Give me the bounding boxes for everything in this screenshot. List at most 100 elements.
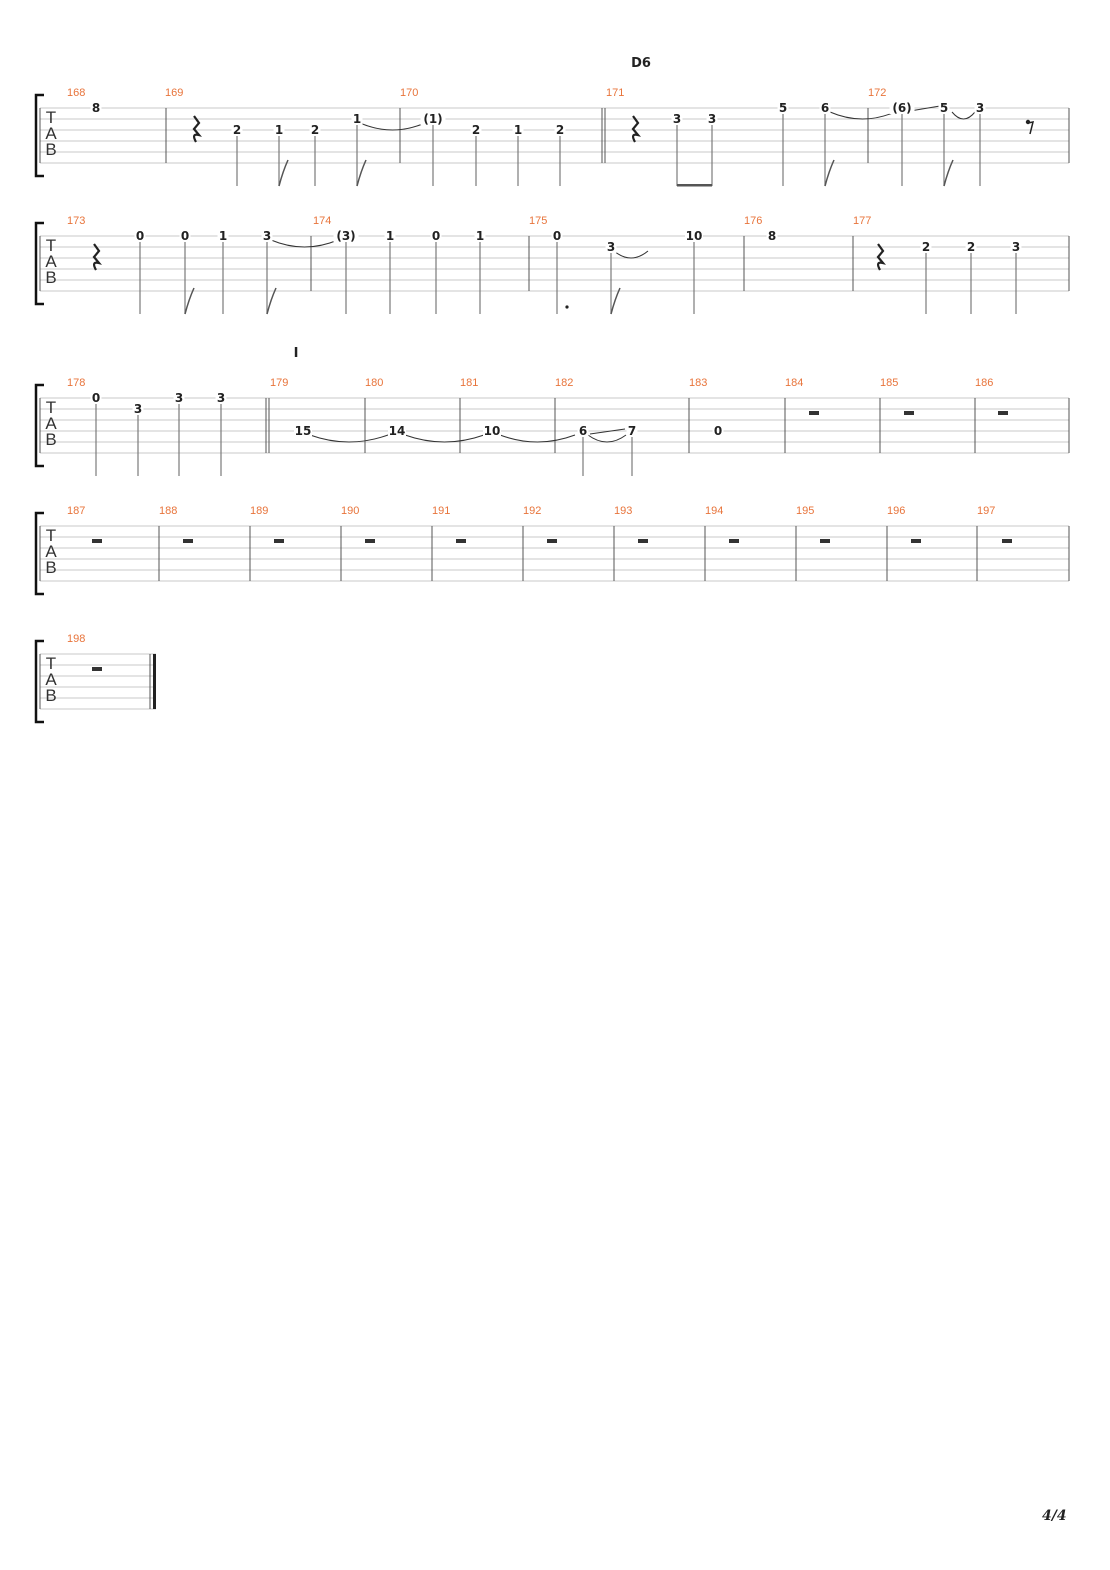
fret-number: 0 [553, 229, 561, 243]
fret-number: 3 [708, 112, 716, 126]
fret-bg [309, 123, 321, 136]
half-rest [904, 411, 914, 415]
fret-bg [938, 101, 950, 114]
fret-number: 1 [275, 123, 283, 137]
fret-bg [215, 391, 227, 404]
fret-number: 2 [922, 240, 930, 254]
note-flag [278, 159, 289, 187]
measure-number: 177 [853, 215, 871, 227]
tab-clef-letter: A [45, 124, 57, 143]
measure-number: 192 [523, 505, 541, 517]
fret-bg [626, 424, 638, 437]
fret-bg [605, 240, 617, 253]
fret-bg [920, 240, 932, 253]
note-beam [677, 184, 712, 187]
tab-clef-letter: T [46, 236, 56, 255]
half-rest [365, 539, 375, 543]
fret-bg [766, 229, 778, 242]
dot-marker [565, 305, 569, 309]
tie-arc [499, 434, 576, 443]
note-flag [824, 159, 835, 187]
measure-number: 189 [250, 505, 268, 517]
fret-number: (3) [336, 229, 355, 243]
measure-number: 170 [400, 87, 418, 99]
system-bracket [34, 639, 44, 724]
fret-bg [474, 229, 486, 242]
fret-bg [217, 229, 229, 242]
fret-bg [965, 240, 977, 253]
quarter-rest [876, 243, 887, 271]
measure-number: 184 [785, 377, 803, 389]
fret-number: 2 [967, 240, 975, 254]
system-bracket [34, 221, 44, 306]
section-marker: I [294, 346, 299, 361]
half-rest [274, 539, 284, 543]
system-bracket [34, 511, 44, 596]
tab-clef-letter: T [46, 108, 56, 127]
half-rest [638, 539, 648, 543]
tab-clef-letter: A [45, 542, 57, 561]
measure-number: 180 [365, 377, 383, 389]
fret-bg [712, 424, 724, 437]
fret-bg [430, 229, 442, 242]
fret-bg [483, 424, 501, 437]
measure-number: 183 [689, 377, 707, 389]
half-rest [729, 539, 739, 543]
fret-number: 3 [976, 101, 984, 115]
measure-number: 178 [67, 377, 85, 389]
fret-bg [90, 101, 102, 114]
quarter-rest [631, 115, 642, 143]
fret-number: 3 [175, 391, 183, 405]
fret-number: 5 [940, 101, 948, 115]
section-marker: D6 [631, 56, 651, 71]
half-rest [92, 539, 102, 543]
fret-number: 3 [1012, 240, 1020, 254]
fret-bg [577, 424, 589, 437]
system-bracket [34, 383, 44, 468]
fret-bg [134, 229, 146, 242]
slide-line [589, 428, 626, 435]
eighth-rest [1027, 121, 1035, 135]
fret-bg [273, 123, 285, 136]
fret-number: 1 [476, 229, 484, 243]
measure-number: 172 [868, 87, 886, 99]
note-flag [610, 287, 621, 315]
half-rest [547, 539, 557, 543]
fret-number: 10 [686, 229, 703, 243]
tab-clef-letter: B [45, 268, 56, 287]
fret-bg [173, 391, 185, 404]
measure-number: 181 [460, 377, 478, 389]
measure-number: 179 [270, 377, 288, 389]
fret-bg [470, 123, 482, 136]
measure-number: 174 [313, 215, 331, 227]
fret-number: (6) [892, 101, 911, 115]
half-rest [183, 539, 193, 543]
tie-arc [404, 434, 485, 443]
measure-number: 171 [606, 87, 624, 99]
fret-number: 3 [607, 240, 615, 254]
measure-number: 191 [432, 505, 450, 517]
fret-bg [551, 229, 563, 242]
measure-number: 188 [159, 505, 177, 517]
half-rest [998, 411, 1008, 415]
tab-clef-letter: A [45, 670, 57, 689]
fret-number: 1 [514, 123, 522, 137]
tab-clef-letter: A [45, 414, 57, 433]
half-rest [820, 539, 830, 543]
fret-number: 0 [432, 229, 440, 243]
fret-bg [294, 424, 312, 437]
fret-number: 10 [484, 424, 501, 438]
half-rest [809, 411, 819, 415]
measure-number: 187 [67, 505, 85, 517]
fret-number: 0 [136, 229, 144, 243]
tab-clef-letter: A [45, 252, 57, 271]
fret-number: 2 [311, 123, 319, 137]
tie-arc [613, 250, 649, 259]
fret-number: 8 [768, 229, 776, 243]
fret-bg [351, 112, 363, 125]
tab-clef-letter: B [45, 430, 56, 449]
